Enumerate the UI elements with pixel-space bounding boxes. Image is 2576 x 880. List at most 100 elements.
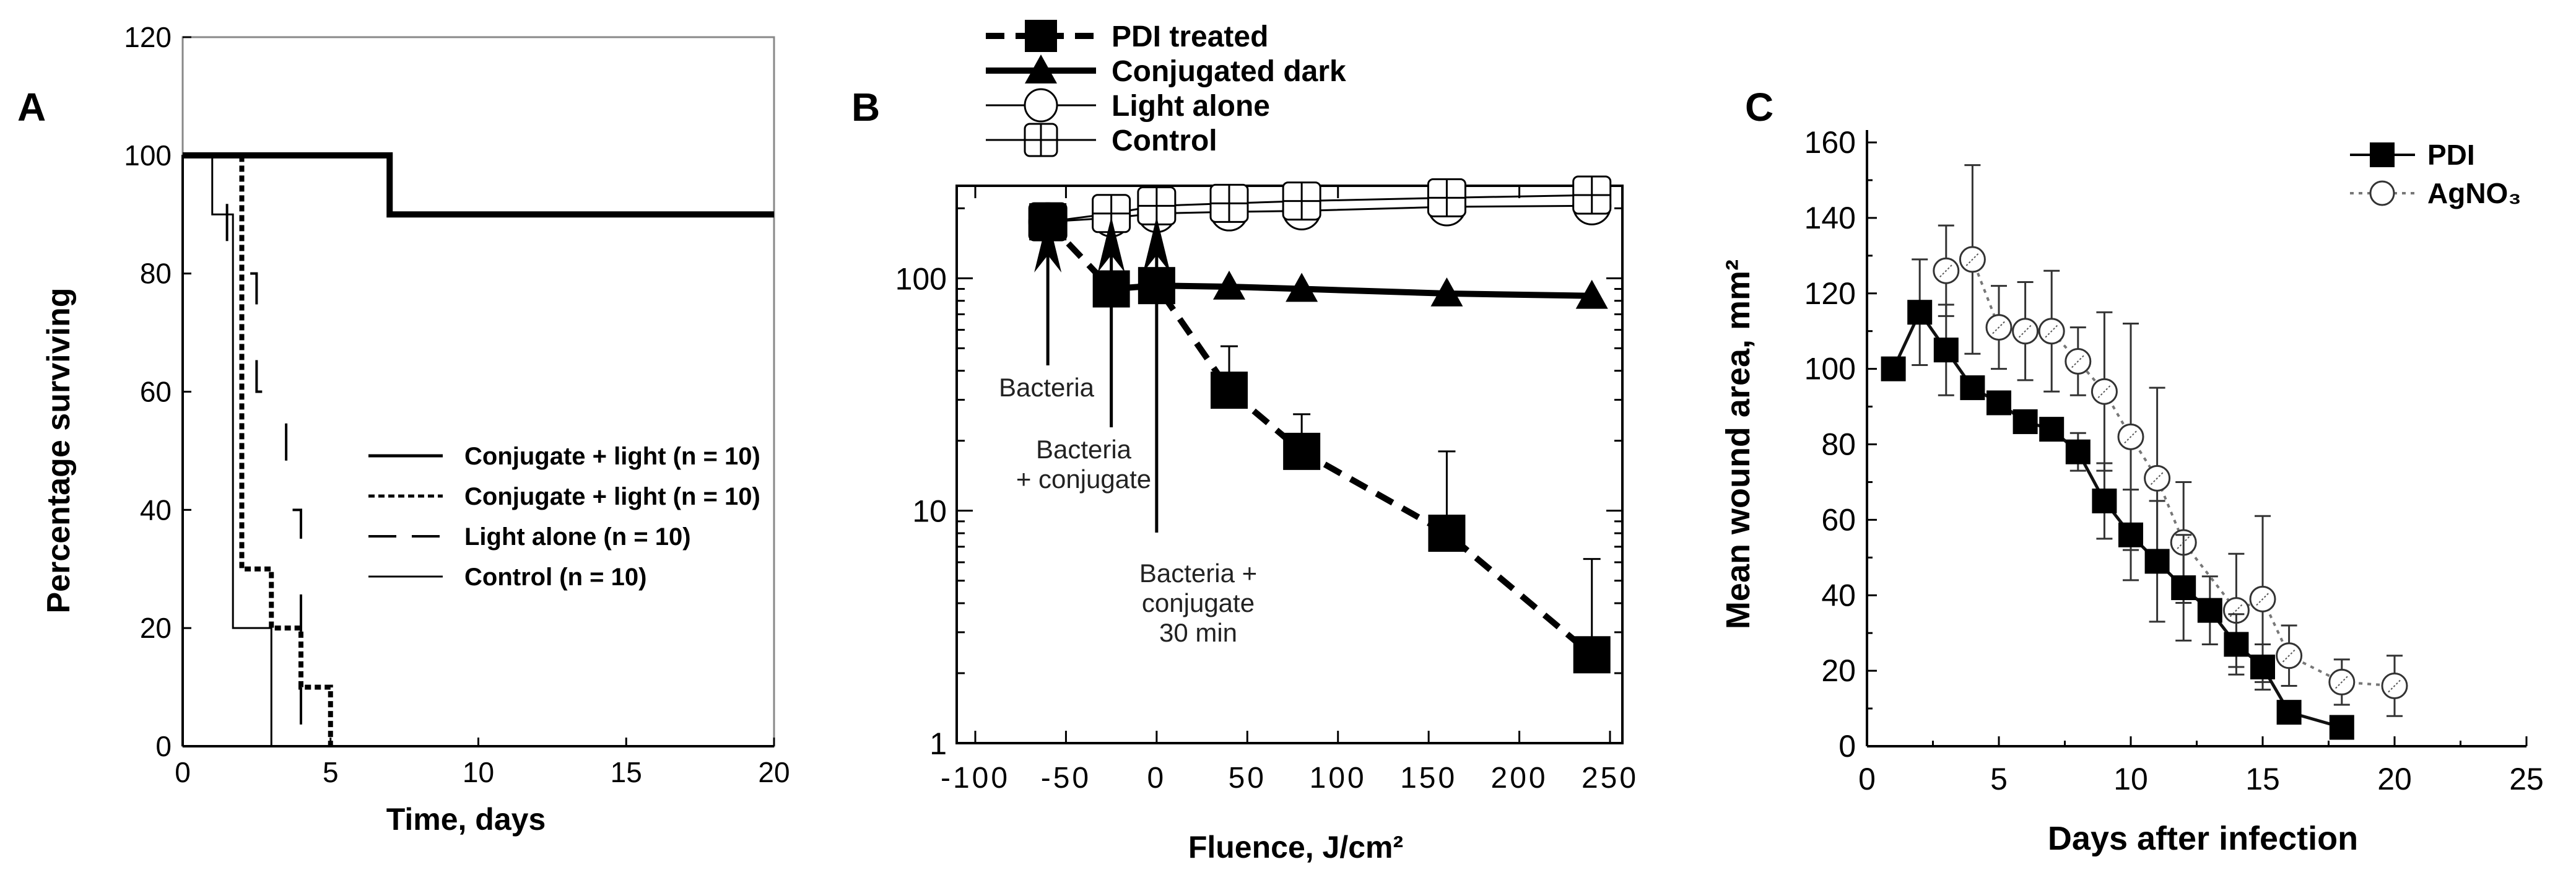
panel-c-point-pdi bbox=[1933, 338, 1959, 363]
panel-b-x-tick-label: -50 bbox=[1041, 762, 1091, 795]
panel-b-annotation-text: 30 min bbox=[1159, 618, 1237, 647]
panel-c-point-pdi bbox=[2144, 549, 2170, 574]
panel-b-legend-marker-3 bbox=[1024, 123, 1058, 157]
panel-c-point-agno3-hatch bbox=[2388, 679, 2401, 693]
panel-b-y-tick-label: 100 bbox=[895, 261, 947, 296]
panel-c-y-tick-label: 100 bbox=[1804, 352, 1856, 386]
panel-a-legend-label: Light alone (n = 10) bbox=[464, 523, 691, 551]
panel-b-legend-marker-1 bbox=[1025, 54, 1057, 84]
panel-c-legend-label: PDI bbox=[2427, 139, 2475, 171]
panel-c-series-line-1 bbox=[1946, 258, 2395, 687]
panel-c-point-agno3-hatch bbox=[2124, 430, 2138, 444]
panel-c-point-agno3-hatch bbox=[2018, 324, 2032, 338]
panel-c-point-pdi bbox=[2197, 598, 2222, 623]
panel-c-y-axis-label: Mean wound area, mm² bbox=[1720, 259, 1757, 629]
panel-c-point-pdi bbox=[2224, 632, 2249, 657]
panel-c-point-agno3-hatch bbox=[2097, 385, 2112, 398]
panel-b-point-1 bbox=[1286, 272, 1318, 302]
panel-b-legend-label: PDI treated bbox=[1112, 20, 1268, 53]
panel-c-point-pdi bbox=[1986, 390, 2011, 416]
panel-b-annotation-text: Bacteria + bbox=[1139, 559, 1257, 588]
panel-b-legend-marker-0 bbox=[1025, 20, 1057, 52]
panel-c-point-pdi bbox=[2118, 522, 2143, 547]
panel-b-legend-label: Control bbox=[1112, 124, 1217, 157]
panel-a-y-axis-label: Percentage surviving bbox=[41, 288, 77, 614]
panel-a-x-tick-label: 0 bbox=[175, 756, 191, 788]
panel-c-point-agno3-hatch bbox=[1939, 264, 1953, 277]
panel-b-annotation-arrowhead bbox=[1034, 217, 1062, 272]
panel-b-annotation-text: Bacteria bbox=[999, 373, 1095, 402]
panel-c-point-pdi bbox=[2065, 439, 2091, 464]
panel-c-point-agno3-hatch bbox=[1965, 253, 1980, 266]
panel-c-point-agno3-hatch bbox=[2229, 603, 2243, 617]
panel-c-y-tick-label: 160 bbox=[1804, 125, 1856, 160]
panel-b-annotation-text: + conjugate bbox=[1016, 464, 1151, 494]
panel-a-series-line-1 bbox=[183, 152, 333, 746]
panel-b-legend-label: Light alone bbox=[1112, 90, 1270, 123]
panel-c-point-agno3-hatch bbox=[2150, 471, 2164, 486]
panel-b-legend-label: Conjugated dark bbox=[1112, 55, 1346, 88]
panel-a-x-tick-label: 15 bbox=[611, 756, 642, 788]
panel-a-legend-label: Control (n = 10) bbox=[464, 564, 646, 591]
panel-a-letter: A bbox=[17, 85, 46, 129]
panel-a-x-axis-label: Time, days bbox=[386, 802, 546, 837]
panel-c-y-tick-label: 120 bbox=[1804, 276, 1856, 311]
panel-c-legend-marker-agno3 bbox=[2369, 180, 2395, 206]
panel-b-x-tick-label: 100 bbox=[1310, 762, 1367, 795]
panel-c-x-tick-label: 0 bbox=[1858, 762, 1876, 796]
panel-c-letter: C bbox=[1745, 85, 1773, 129]
panel-b-y-tick-label: 10 bbox=[912, 494, 947, 529]
panel-a-x-tick-label: 10 bbox=[463, 756, 494, 788]
panel-c-point-pdi bbox=[1881, 356, 1906, 381]
panel-b-point-3 bbox=[1282, 181, 1321, 221]
panel-c-point-pdi bbox=[2250, 655, 2275, 680]
panel-b-x-tick-label: 150 bbox=[1400, 762, 1457, 795]
panel-c-x-tick-label: 20 bbox=[2377, 762, 2412, 796]
panel-b-x-tick-label: 200 bbox=[1491, 762, 1548, 795]
panel-b-point-3 bbox=[1427, 178, 1466, 217]
panel-a-legend-label: Conjugate + light (n = 10) bbox=[464, 483, 760, 510]
panel-c-point-agno3-hatch bbox=[1992, 320, 2006, 334]
panel-a-x-tick-label: 5 bbox=[323, 756, 339, 788]
panel-b-annotation-arrowhead bbox=[1142, 217, 1170, 272]
panel-b-point-0 bbox=[1573, 636, 1611, 674]
panel-c-x-tick-label: 10 bbox=[2113, 762, 2148, 796]
panel-a-legend-label: Conjugate + light (n = 10) bbox=[464, 443, 760, 470]
panel-c-point-pdi bbox=[1960, 375, 1985, 401]
panel-c-point-pdi bbox=[2092, 488, 2117, 513]
panel-c-point-pdi bbox=[2012, 409, 2038, 434]
panel-c-point-pdi bbox=[2171, 575, 2196, 601]
panel-a-series-line-2 bbox=[183, 154, 302, 746]
panel-c-point-agno3-hatch bbox=[2045, 324, 2058, 338]
panel-c-legend-label: AgNO₃ bbox=[2427, 177, 2522, 209]
panel-c-y-tick-label: 140 bbox=[1804, 201, 1856, 235]
panel-a-y-tick-label: 80 bbox=[140, 258, 172, 290]
panel-b-point-0 bbox=[1428, 515, 1466, 552]
panel-a-series-line-0 bbox=[183, 152, 774, 218]
panel-b-annotation-arrowhead bbox=[1097, 217, 1125, 272]
panel-b-legend-marker-2 bbox=[1024, 88, 1058, 123]
panel-b-point-1 bbox=[1430, 277, 1463, 307]
panel-c-x-tick-label: 5 bbox=[1990, 762, 2008, 796]
panel-b-point-3 bbox=[1572, 175, 1612, 215]
panel-c-point-pdi bbox=[1907, 300, 1933, 325]
panel-c-x-tick-label: 25 bbox=[2509, 762, 2544, 796]
panel-b-x-tick-label: 50 bbox=[1229, 762, 1266, 795]
panel-c-y-tick-label: 40 bbox=[1821, 578, 1856, 612]
panel-c-y-tick-label: 0 bbox=[1838, 729, 1856, 764]
panel-c-y-tick-label: 60 bbox=[1821, 502, 1856, 537]
panel-c-point-agno3-hatch bbox=[2071, 354, 2085, 368]
panel-b-point-1 bbox=[1575, 279, 1608, 309]
panel-c-legend-marker-pdi bbox=[2370, 142, 2395, 167]
panel-c-x-tick-label: 15 bbox=[2245, 762, 2280, 796]
panel-c-point-agno3-hatch bbox=[2256, 592, 2269, 606]
panel-b-x-tick-label: 0 bbox=[1147, 762, 1167, 795]
panel-c-y-tick-label: 80 bbox=[1821, 427, 1856, 462]
panel-b-y-tick-label: 1 bbox=[929, 726, 947, 761]
panel-a-y-tick-label: 40 bbox=[140, 494, 172, 526]
panel-c-point-agno3-hatch bbox=[2282, 649, 2296, 663]
